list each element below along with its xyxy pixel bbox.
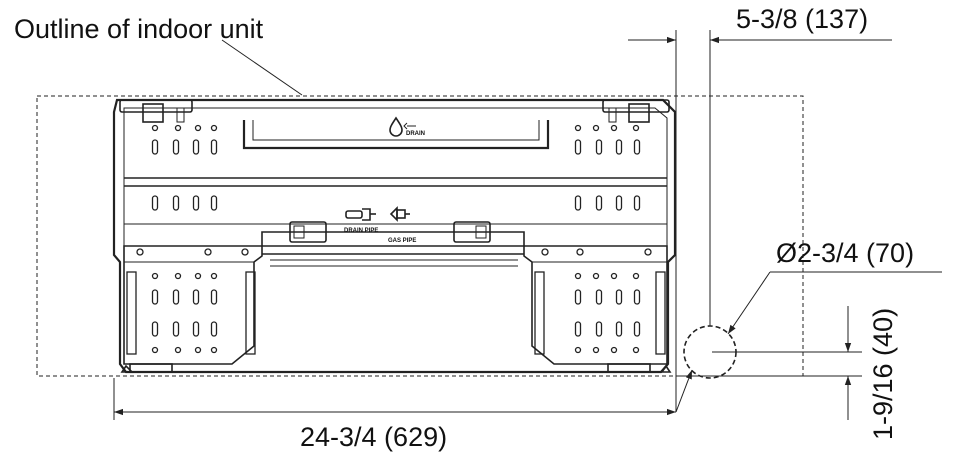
top-dimension	[628, 30, 892, 412]
oblong-slot	[192, 289, 200, 305]
oblong-slot	[172, 195, 180, 211]
side-dimension	[680, 306, 862, 420]
oblong-slot	[192, 139, 200, 155]
oblong-slot	[615, 139, 623, 155]
oblong-slot	[151, 289, 159, 305]
oblong-slot	[595, 195, 603, 211]
diameter-callout	[675, 271, 942, 413]
outline-label: Outline of indoor unit	[14, 14, 264, 44]
oblong-slot	[151, 195, 159, 211]
width-dimension-label: 24-3/4 (629)	[300, 422, 447, 452]
oblong-slot	[574, 139, 582, 155]
oblong-slot	[210, 289, 218, 305]
oblong-slot	[210, 321, 218, 337]
oblong-slot	[172, 289, 180, 305]
gas-pipe-icon	[389, 206, 410, 222]
side-dimension-label: 1-9/16 (40)	[868, 308, 898, 440]
installation-plate: DRAIN DRAIN PIPE GAS PIPE	[112, 98, 677, 374]
drain-marking: DRAIN	[406, 131, 425, 137]
oblong-slot	[595, 289, 603, 305]
oblong-slot	[151, 139, 159, 155]
oblong-slot	[574, 195, 582, 211]
oblong-slot	[633, 139, 641, 155]
width-dimension	[113, 378, 676, 420]
top-dimension-label: 5-3/8 (137)	[736, 4, 868, 34]
gas-pipe-marking: GAS PIPE	[388, 238, 416, 244]
diameter-label: Ø2-3/4 (70)	[776, 238, 914, 268]
oblong-slot	[574, 321, 582, 337]
oblong-slot	[172, 139, 180, 155]
oblong-slot	[633, 289, 641, 305]
oblong-slot	[615, 195, 623, 211]
outline-leader-line	[221, 39, 303, 96]
oblong-slot	[633, 195, 641, 211]
oblong-slot	[151, 321, 159, 337]
water-drop-icon	[389, 116, 416, 137]
oblong-slot	[210, 139, 218, 155]
oblong-slot	[633, 321, 641, 337]
oblong-slot	[172, 321, 180, 337]
oblong-slot	[595, 321, 603, 337]
oblong-slot-groups	[151, 139, 641, 337]
oblong-slot	[210, 195, 218, 211]
oblong-slot	[192, 321, 200, 337]
oblong-slot	[615, 321, 623, 337]
drain-pipe-icon	[345, 208, 376, 221]
oblong-slot	[192, 195, 200, 211]
indoor-unit-outline	[36, 95, 804, 377]
oblong-slot	[574, 289, 582, 305]
drain-pipe-marking: DRAIN PIPE	[344, 228, 378, 234]
oblong-slot	[615, 289, 623, 305]
oblong-slot	[595, 139, 603, 155]
